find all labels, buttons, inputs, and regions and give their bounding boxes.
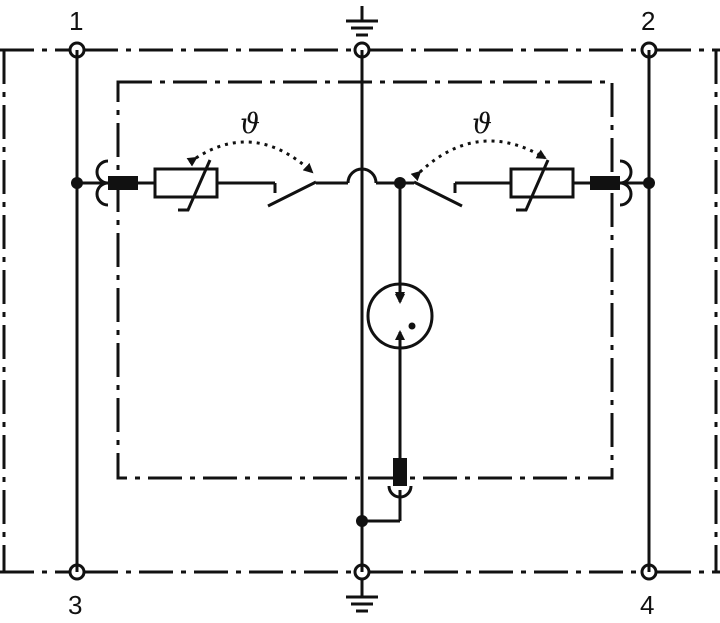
junction-left	[71, 177, 83, 189]
terminal-3-label: 3	[68, 590, 82, 620]
left-thermal-switch-icon	[267, 180, 317, 208]
terminal-4	[640, 563, 658, 581]
outer-enclosure	[0, 48, 720, 574]
right-varistor-icon	[509, 159, 575, 212]
left-varistor-icon	[153, 159, 219, 212]
bottom-contact-block	[393, 458, 407, 486]
right-thermal-switch-icon	[413, 180, 463, 208]
terminal-4-label: 4	[640, 590, 654, 620]
ground-bottom-icon	[346, 579, 378, 613]
junction-bottom	[356, 515, 368, 527]
terminal-3	[68, 563, 86, 581]
inner-enclosure	[116, 80, 614, 480]
left-thermal-coupling	[186, 140, 314, 174]
terminal-pe-top	[353, 41, 371, 59]
terminal-1	[68, 41, 86, 59]
left-branch	[77, 159, 400, 212]
left-contact-block	[108, 176, 138, 190]
junction-right	[643, 177, 655, 189]
left-thermal-symbol: ϑ	[240, 107, 260, 140]
terminal-2	[640, 41, 658, 59]
crossover-hop	[346, 167, 378, 184]
junction-center	[394, 177, 406, 189]
right-branch	[400, 159, 649, 212]
terminal-1-label: 1	[69, 6, 83, 36]
gas-discharge-tube-branch	[362, 183, 434, 523]
ground-top-icon	[346, 6, 378, 37]
right-thermal-coupling	[410, 139, 547, 182]
right-contact-block	[590, 176, 620, 190]
right-thermal-symbol: ϑ	[472, 107, 492, 140]
terminal-2-label: 2	[641, 6, 655, 36]
